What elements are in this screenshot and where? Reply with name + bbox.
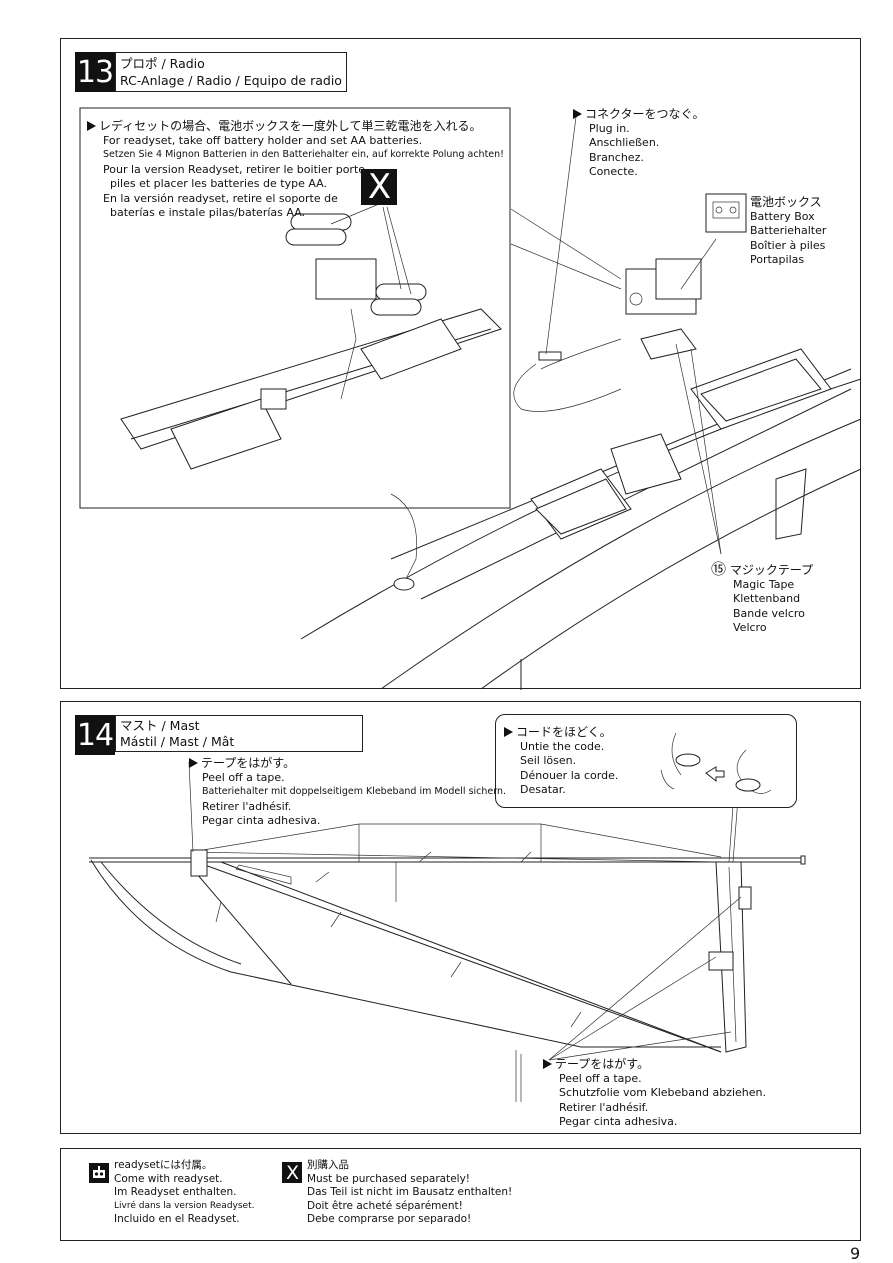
magic-tape-en: Magic Tape xyxy=(733,577,795,591)
pointer-arrow-icon xyxy=(87,121,96,131)
x-mark-icon: X xyxy=(282,1162,302,1184)
battery-box-es: Portapilas xyxy=(750,253,805,266)
note-ja: レディセットの場合、電池ボックスを一度外して単三乾電池を入れる。 xyxy=(99,119,482,133)
readyset-ja: readysetには付属。 xyxy=(114,1159,213,1171)
note-fr-1: Pour la version Readyset, retirer le boi… xyxy=(103,162,366,176)
step-title-ja: マスト / Mast xyxy=(120,718,200,733)
pointer-arrow-icon xyxy=(189,758,198,768)
battery-box-en: Battery Box xyxy=(750,209,815,223)
magic-tape-es: Velcro xyxy=(733,621,767,634)
x-mark-icon: X xyxy=(361,167,397,207)
step-13-panel: 13 プロポ / Radio RC-Anlage / Radio / Equip… xyxy=(60,38,862,690)
peel-top-de: Batteriehalter mit doppelseitigem Klebeb… xyxy=(202,786,507,797)
readyset-instruction: レディセットの場合、電池ボックスを一度外して単三乾電池を入れる。 For rea… xyxy=(87,119,504,221)
separate-legend: 別購入品 Must be purchased separately! Das T… xyxy=(307,1159,512,1227)
step-title-ja: プロポ / Radio xyxy=(120,56,205,71)
part-number-badge: ⑮ xyxy=(711,560,727,578)
legend-panel: readysetには付属。 Come with readyset. Im Rea… xyxy=(60,1148,861,1241)
peel-top-es: Pegar cinta adhesiva. xyxy=(202,814,321,827)
plug-in-label: コネクターをつなぐ。 Plug in. Anschließen. Branche… xyxy=(573,107,705,180)
peel-bottom-fr: Retirer l'adhésif. xyxy=(559,1100,649,1114)
separate-de: Das Teil ist nicht im Bausatz enthalten! xyxy=(307,1186,513,1198)
separate-ja: 別購入品 xyxy=(307,1159,349,1171)
note-es-1: En la versión readyset, retire el soport… xyxy=(103,191,338,205)
separate-en: Must be purchased separately! xyxy=(307,1172,471,1185)
readyset-en: Come with readyset. xyxy=(114,1172,223,1185)
peel-top-fr: Retirer l'adhésif. xyxy=(202,799,292,813)
separate-es: Debe comprarse por separado! xyxy=(307,1213,472,1225)
untie-de: Seil lösen. xyxy=(520,754,577,767)
pointer-arrow-icon xyxy=(504,727,513,737)
readyset-es: Incluido en el Readyset. xyxy=(114,1213,240,1225)
step-title-box: プロポ / Radio RC-Anlage / Radio / Equipo d… xyxy=(115,52,347,92)
readyset-icon xyxy=(89,1163,109,1183)
untie-ja: コードをほどく。 xyxy=(516,725,612,739)
plug-in-es: Conecte. xyxy=(589,165,638,178)
magic-tape-fr: Bande velcro xyxy=(733,606,805,620)
untie-cord-icon xyxy=(660,732,772,794)
note-fr-2: piles et placer les batteries de type AA… xyxy=(103,177,327,190)
step-title-box: マスト / Mast Mástil / Mast / Mât xyxy=(115,715,363,752)
plug-in-fr: Branchez. xyxy=(589,150,644,164)
plug-in-en: Plug in. xyxy=(589,121,630,135)
peel-tape-bottom: テープをはがす。 Peel off a tape. Schutzfolie vo… xyxy=(543,1057,766,1130)
peel-top-ja: テープをはがす。 xyxy=(201,756,296,770)
battery-box-fr: Boîtier à piles xyxy=(750,238,826,252)
pointer-arrow-icon xyxy=(573,109,582,119)
plug-in-ja: コネクターをつなぐ。 xyxy=(585,107,705,121)
untie-fr: Dénouer la corde. xyxy=(520,768,619,782)
peel-top-en: Peel off a tape. xyxy=(202,770,285,784)
readyset-legend: readysetには付属。 Come with readyset. Im Rea… xyxy=(114,1159,254,1227)
note-de: Setzen Sie 4 Mignon Batterien in den Bat… xyxy=(103,149,504,160)
peel-bottom-de: Schutzfolie vom Klebeband abziehen. xyxy=(559,1086,766,1099)
pointer-arrow-icon xyxy=(543,1059,552,1069)
readyset-fr: Livré dans la version Readyset. xyxy=(114,1200,255,1211)
note-es-2: baterías e instale pilas/baterías AA. xyxy=(103,206,306,219)
separate-fr: Doit être acheté séparément! xyxy=(307,1199,463,1212)
magic-tape-ja: マジックテープ xyxy=(729,563,814,577)
battery-box-label: 電池ボックス Battery Box Batteriehalter Boîtie… xyxy=(750,195,826,268)
step-number-badge: 13 xyxy=(75,52,115,92)
battery-box-ja: 電池ボックス xyxy=(750,195,822,209)
battery-box-de: Batteriehalter xyxy=(750,224,827,237)
peel-bottom-es: Pegar cinta adhesiva. xyxy=(559,1115,678,1128)
step-13-illustration xyxy=(79,107,862,690)
peel-bottom-en: Peel off a tape. xyxy=(559,1071,642,1085)
note-en: For readyset, take off battery holder an… xyxy=(103,133,423,147)
magic-tape-label: ⑮ マジックテープ Magic Tape Klettenband Bande v… xyxy=(711,562,813,636)
step-14-panel: 14 マスト / Mast Mástil / Mast / Mât コードをほど… xyxy=(60,701,861,1134)
step-title-multi: Mástil / Mast / Mât xyxy=(120,734,235,749)
untie-es: Desatar. xyxy=(520,783,566,796)
plug-in-de: Anschließen. xyxy=(589,136,660,149)
peel-bottom-ja: テープをはがす。 xyxy=(555,1057,650,1071)
peel-tape-top: テープをはがす。 Peel off a tape. Batteriehalter… xyxy=(189,756,506,829)
readyset-de: Im Readyset enthalten. xyxy=(114,1186,237,1198)
untie-en: Untie the code. xyxy=(520,739,605,753)
step-14-illustration xyxy=(89,721,806,1102)
magic-tape-de: Klettenband xyxy=(733,592,801,605)
step-title-multi: RC-Anlage / Radio / Equipo de radio xyxy=(120,73,342,88)
page-number: 9 xyxy=(850,1244,861,1263)
step-number-badge: 14 xyxy=(75,715,115,755)
untie-callout: コードをほどく。 Untie the code. Seil lösen. Dén… xyxy=(495,714,797,808)
